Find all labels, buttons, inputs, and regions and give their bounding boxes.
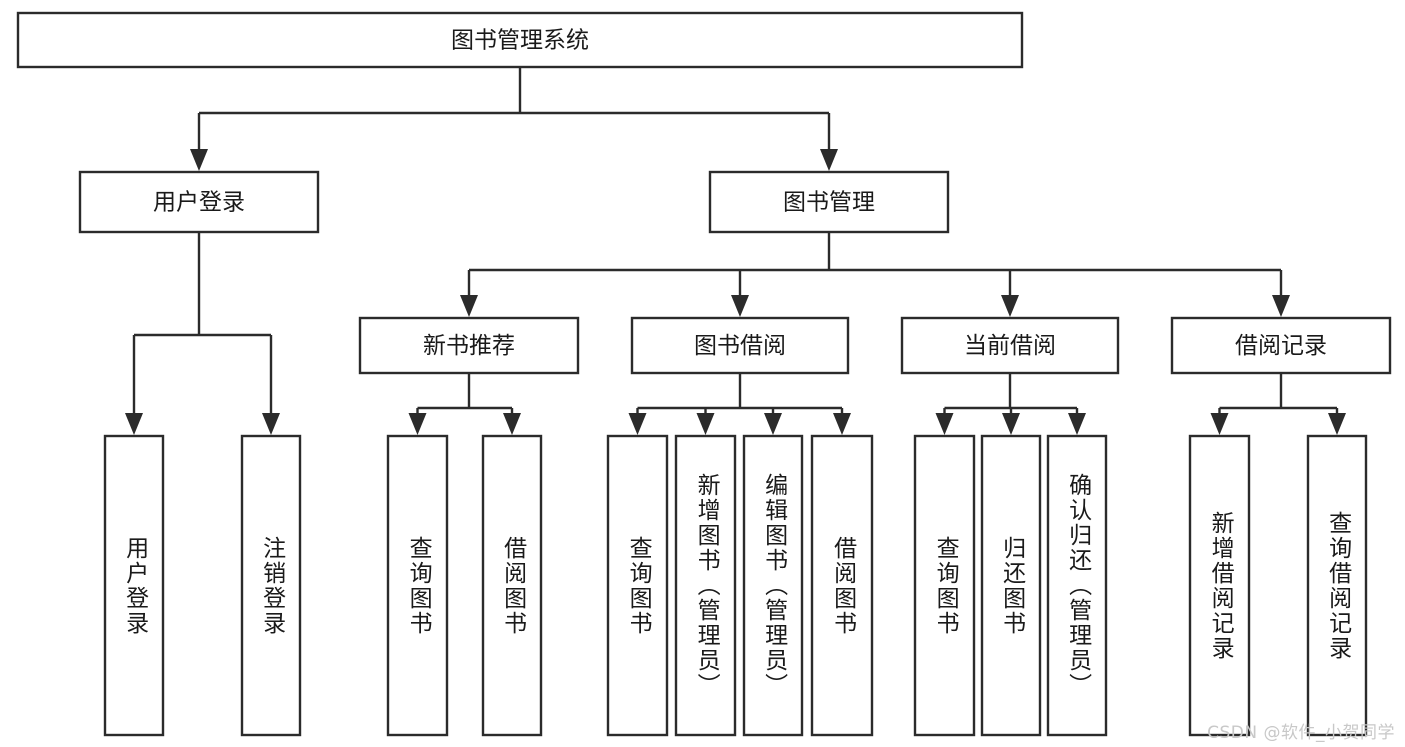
- node-box-leaf-query-book-rec[interactable]: [386, 434, 449, 737]
- arrow-head-icon: [1210, 413, 1229, 435]
- node-box-new-book-recommend[interactable]: [358, 316, 580, 375]
- arrow-head-icon: [820, 149, 838, 171]
- node-box-root[interactable]: [16, 11, 1024, 69]
- node-label-new-book-recommend: 新书推荐: [423, 333, 515, 359]
- node-box-leaf-user-login[interactable]: [103, 434, 165, 737]
- arrow-head-icon: [408, 413, 427, 435]
- arrow-head-icon: [125, 413, 143, 435]
- node-box-borrow-record[interactable]: [1170, 316, 1392, 375]
- node-box-leaf-return-book[interactable]: [980, 434, 1042, 737]
- node-box-leaf-add-borrow-record[interactable]: [1188, 434, 1251, 737]
- node-box-leaf-edit-book-admin[interactable]: [742, 434, 804, 737]
- arrow-head-icon: [731, 295, 749, 317]
- arrow-head-icon: [628, 413, 647, 435]
- node-box-leaf-query-book-current[interactable]: [913, 434, 976, 737]
- arrow-head-icon: [1272, 295, 1290, 317]
- connector-layer: [125, 67, 1346, 435]
- node-box-leaf-add-book-admin[interactable]: [674, 434, 737, 737]
- arrow-head-icon: [1002, 413, 1020, 435]
- arrow-head-icon: [833, 413, 851, 435]
- arrow-head-icon: [764, 413, 782, 435]
- arrow-head-icon: [190, 149, 208, 171]
- node-label-current-borrow: 当前借阅: [964, 333, 1056, 359]
- arrow-head-icon: [1328, 413, 1346, 435]
- arrow-head-icon: [503, 413, 521, 435]
- node-box-leaf-logout-login[interactable]: [240, 434, 302, 737]
- node-box-current-borrow[interactable]: [900, 316, 1120, 375]
- node-box-leaf-borrow-book[interactable]: [810, 434, 874, 737]
- arrow-head-icon: [1068, 413, 1086, 435]
- node-label-borrow-record: 借阅记录: [1235, 333, 1327, 359]
- node-box-leaf-query-book-borrow[interactable]: [606, 434, 669, 737]
- arrow-head-icon: [696, 413, 715, 435]
- arrow-head-icon: [262, 413, 280, 435]
- node-label-root: 图书管理系统: [451, 28, 589, 54]
- node-label-book-manage: 图书管理: [783, 190, 875, 216]
- node-box-user-login[interactable]: [78, 170, 320, 234]
- node-box-leaf-query-borrow-record[interactable]: [1306, 434, 1368, 737]
- node-label-user-login: 用户登录: [153, 190, 245, 216]
- node-box-book-borrow[interactable]: [630, 316, 850, 375]
- node-label-book-borrow: 图书借阅: [694, 333, 786, 359]
- arrow-head-icon: [460, 295, 478, 317]
- node-box-leaf-confirm-return-admin[interactable]: [1046, 434, 1108, 737]
- node-box-book-manage[interactable]: [708, 170, 950, 234]
- arrow-head-icon: [935, 413, 954, 435]
- watermark-text: CSDN @软件_小贺同学: [1207, 723, 1395, 743]
- arrow-head-icon: [1001, 295, 1019, 317]
- node-box-leaf-borrow-book-rec[interactable]: [481, 434, 543, 737]
